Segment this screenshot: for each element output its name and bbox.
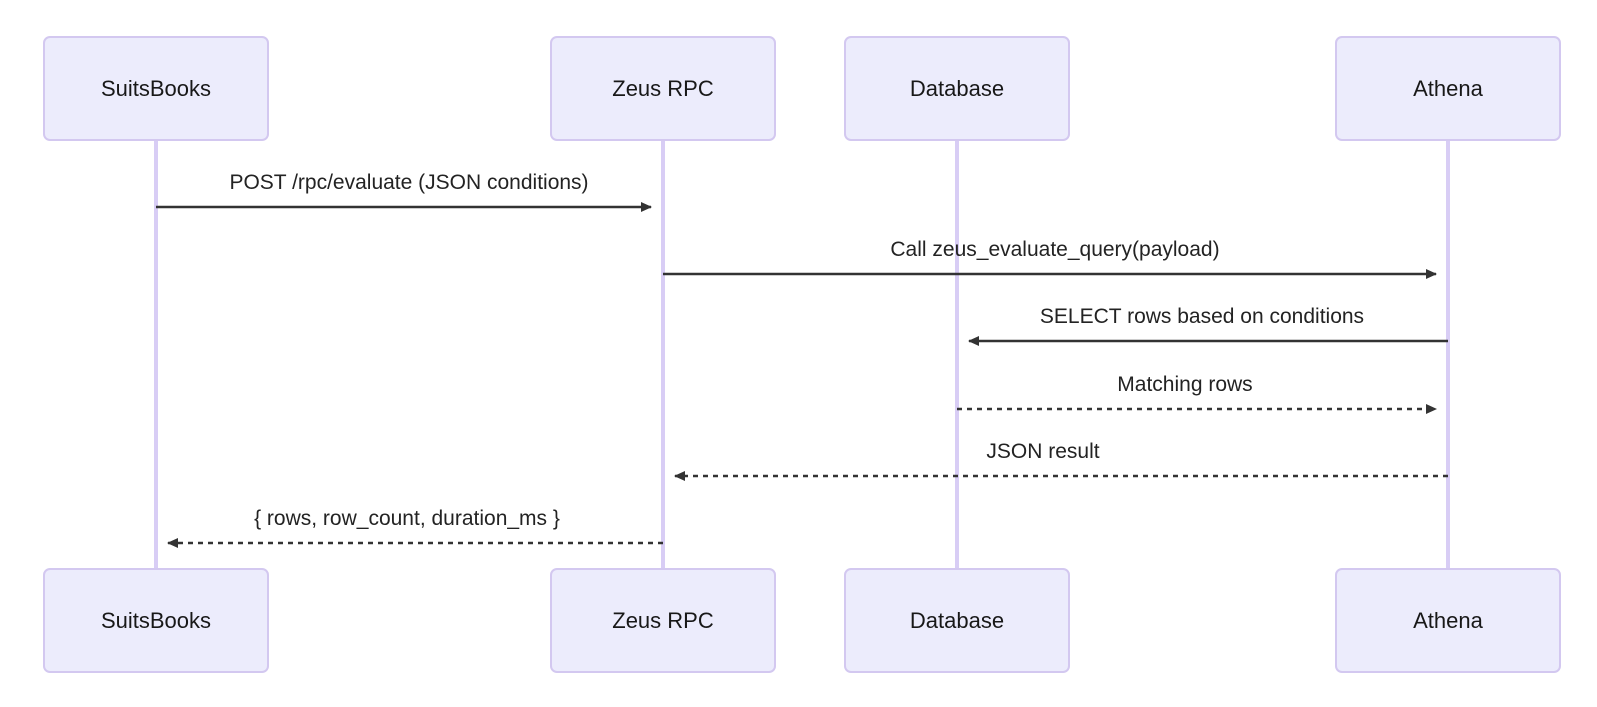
participant-top-suitsbooks[interactable]: SuitsBooks: [43, 36, 269, 141]
message-matching-rows: Matching rows: [957, 373, 1437, 414]
message-json-result: JSON result: [674, 440, 1448, 481]
participant-label: Athena: [1413, 76, 1483, 101]
participant-label: Database: [910, 608, 1004, 633]
message-label: { rows, row_count, duration_ms }: [254, 507, 560, 530]
message-label: POST /rpc/evaluate (JSON conditions): [229, 171, 588, 194]
participant-box[interactable]: [844, 36, 1070, 141]
message-post-rpc-evaluate: POST /rpc/evaluate (JSON conditions): [156, 171, 652, 212]
participant-label: Zeus RPC: [612, 76, 714, 101]
participant-bottom-database[interactable]: Database: [844, 568, 1070, 673]
participant-box[interactable]: [43, 568, 269, 673]
message-label: Call zeus_evaluate_query(payload): [890, 238, 1219, 261]
message-label: JSON result: [986, 440, 1099, 463]
message-call-zeus-evaluate-query: Call zeus_evaluate_query(payload): [663, 238, 1437, 279]
participant-top-athena[interactable]: Athena: [1335, 36, 1561, 141]
participant-box[interactable]: [550, 568, 776, 673]
participant-box[interactable]: [844, 568, 1070, 673]
participant-bottom-athena[interactable]: Athena: [1335, 568, 1561, 673]
message-label: SELECT rows based on conditions: [1040, 305, 1364, 328]
message-rows-row-count-duration: { rows, row_count, duration_ms }: [167, 507, 663, 548]
participant-box[interactable]: [550, 36, 776, 141]
participant-label: SuitsBooks: [101, 76, 211, 101]
participant-label: SuitsBooks: [101, 608, 211, 633]
message-select-rows: SELECT rows based on conditions: [968, 305, 1448, 346]
participant-bottom-suitsbooks[interactable]: SuitsBooks: [43, 568, 269, 673]
participant-top-database[interactable]: Database: [844, 36, 1070, 141]
participant-bottom-zeusrpc[interactable]: Zeus RPC: [550, 568, 776, 673]
participant-top-zeusrpc[interactable]: Zeus RPC: [550, 36, 776, 141]
participant-label: Athena: [1413, 608, 1483, 633]
message-label: Matching rows: [1117, 373, 1252, 396]
participant-box[interactable]: [1335, 568, 1561, 673]
participant-box[interactable]: [43, 36, 269, 141]
participant-box[interactable]: [1335, 36, 1561, 141]
participant-label: Database: [910, 76, 1004, 101]
lifelines-group: [154, 140, 1450, 583]
participant-label: Zeus RPC: [612, 608, 714, 633]
